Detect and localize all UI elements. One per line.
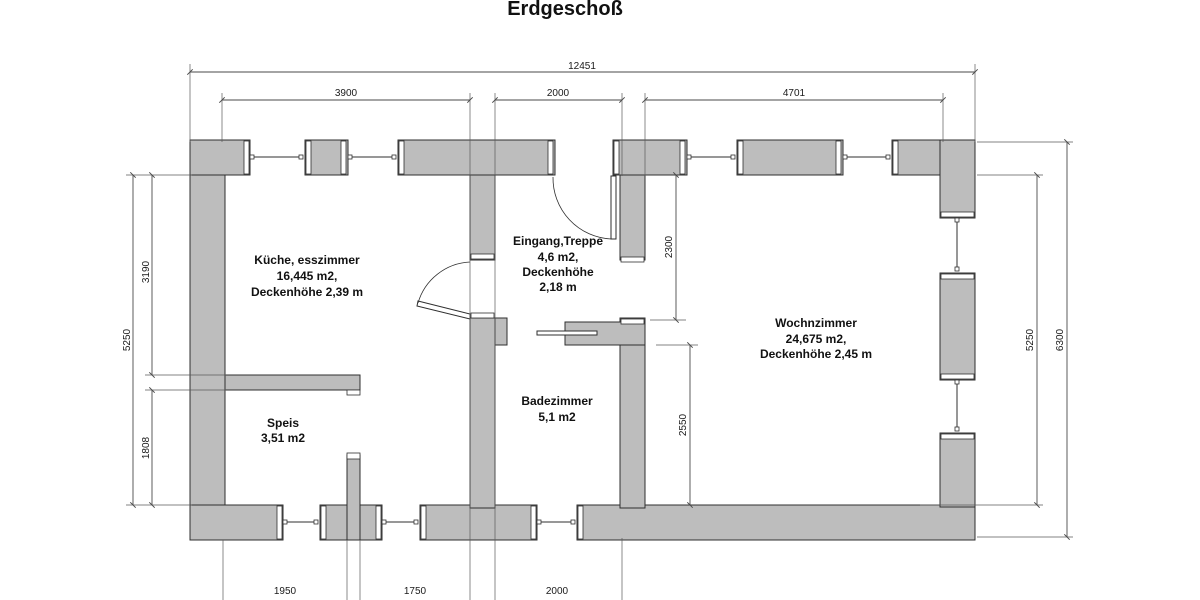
window-right-2 <box>954 379 960 432</box>
svg-text:Deckenhöhe 2,39 m: Deckenhöhe 2,39 m <box>251 285 363 299</box>
dim-left-total: 5250 <box>122 328 133 351</box>
room-label-living: Wochnzimmer 24,675 m2, Deckenhöhe 2,45 m <box>760 316 872 361</box>
left-wall <box>189 139 226 541</box>
window-jambs-top <box>243 140 899 175</box>
dim-bath-depth: 2550 <box>678 413 689 436</box>
svg-text:Küche, esszimmer: Küche, esszimmer <box>254 253 360 267</box>
svg-text:5,1 m2: 5,1 m2 <box>538 410 576 424</box>
svg-text:Deckenhöhe 2,45 m: Deckenhöhe 2,45 m <box>760 347 872 361</box>
svg-text:16,445 m2,: 16,445 m2, <box>277 269 338 283</box>
dimension-lines <box>126 64 1073 600</box>
svg-text:Speis: Speis <box>267 416 299 430</box>
living-divider-wall <box>619 174 646 509</box>
dim-bottom-pantry-left: 1950 <box>274 586 297 597</box>
entrance-door <box>552 175 617 240</box>
dim-left-lower: 1808 <box>141 436 152 459</box>
window-top-2 <box>347 154 397 160</box>
dim-left-upper: 3190 <box>141 260 152 283</box>
dim-right-inner: 5250 <box>1025 328 1036 351</box>
room-label-kitchen: Küche, esszimmer 16,445 m2, Deckenhöhe 2… <box>251 253 363 299</box>
window-right-1 <box>954 217 960 272</box>
svg-text:4,6 m2,: 4,6 m2, <box>538 250 579 264</box>
room-label-bath: Badezimmer 5,1 m2 <box>521 394 593 424</box>
dim-bottom-bath: 2000 <box>546 586 569 597</box>
pantry-wall <box>224 374 361 541</box>
svg-text:3,51 m2: 3,51 m2 <box>261 431 305 445</box>
dim-top-living: 4701 <box>783 88 806 99</box>
window-bottom-1 <box>282 519 319 525</box>
walls <box>189 139 976 541</box>
window-jambs-right <box>940 211 975 440</box>
room-label-entrance: Eingang,Treppe 4,6 m2, Deckenhöhe 2,18 m <box>513 234 603 294</box>
window-top-4 <box>842 154 891 160</box>
dim-total-width: 12451 <box>568 61 596 72</box>
window-bottom-2 <box>381 519 419 525</box>
svg-text:Wochnzimmer: Wochnzimmer <box>775 316 857 330</box>
svg-text:Deckenhöhe: Deckenhöhe <box>522 265 594 279</box>
windows <box>243 140 975 540</box>
window-bottom-3 <box>536 519 576 525</box>
page-title: Erdgeschoß <box>507 0 623 20</box>
dim-entrance-depth: 2300 <box>664 235 675 258</box>
window-jambs-bottom <box>276 505 584 540</box>
dimension-labels: 12451 3900 2000 4701 5250 3190 1808 5250… <box>122 61 1066 597</box>
room-label-pantry: Speis 3,51 m2 <box>261 416 305 445</box>
kitchen-divider-wall <box>469 174 508 509</box>
bottom-wall <box>189 504 976 541</box>
doors <box>416 175 617 336</box>
right-wall <box>939 139 976 508</box>
room-labels: Küche, esszimmer 16,445 m2, Deckenhöhe 2… <box>251 234 872 445</box>
window-top-3 <box>686 154 736 160</box>
svg-text:24,675 m2,: 24,675 m2, <box>786 332 847 346</box>
kitchen-door <box>416 261 471 320</box>
svg-text:Badezimmer: Badezimmer <box>521 394 593 408</box>
dim-bottom-pantry-right: 1750 <box>404 586 427 597</box>
dim-right-outer: 6300 <box>1055 328 1066 351</box>
svg-text:2,18 m: 2,18 m <box>539 280 576 294</box>
opening-jambs <box>470 253 645 325</box>
window-top-1 <box>249 154 304 160</box>
dim-top-entrance: 2000 <box>547 88 570 99</box>
dim-top-kitchen: 3900 <box>335 88 358 99</box>
svg-text:Eingang,Treppe: Eingang,Treppe <box>513 234 603 248</box>
bath-sliding-door <box>536 330 598 336</box>
